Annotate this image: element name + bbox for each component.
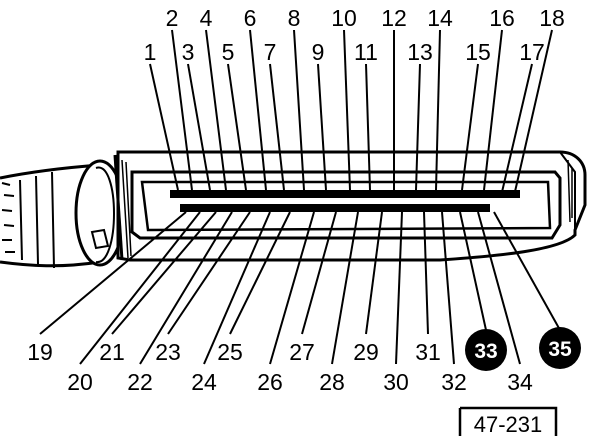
pin-label-12: 12 [381, 5, 407, 31]
figure-reference: 47-231 [458, 406, 558, 437]
pin-label-8: 8 [288, 5, 301, 31]
pin-label-29: 29 [353, 339, 379, 365]
pin-label-15: 15 [465, 39, 491, 65]
pin-label-33: 33 [474, 340, 497, 363]
pin-label-26: 26 [257, 369, 283, 395]
pin-label-24: 24 [191, 369, 217, 395]
pin-label-27: 27 [289, 339, 315, 365]
pin-label-21: 21 [99, 339, 125, 365]
pin-label-2: 2 [166, 5, 179, 31]
pin-label-13: 13 [407, 39, 433, 65]
pin-label-16: 16 [489, 5, 515, 31]
pin-label-10: 10 [331, 5, 357, 31]
pin-row-upper [170, 190, 520, 198]
bottom-labels-b: 20 22 24 26 28 30 32 34 [67, 369, 533, 395]
leader-lines-bottom-a [39, 211, 561, 335]
pin-label-6: 6 [244, 5, 257, 31]
pin-label-30: 30 [383, 369, 409, 395]
cable-boot [0, 159, 126, 269]
pin-label-14: 14 [427, 5, 453, 31]
pin-label-5: 5 [222, 39, 235, 65]
highlight-badge-35 [539, 327, 581, 369]
bottom-labels-a: 19 21 23 25 27 29 31 33 35 [27, 327, 581, 371]
pin-label-31: 31 [415, 339, 441, 365]
pin-row-lower [180, 204, 490, 212]
pin-label-32: 32 [441, 369, 467, 395]
pin-label-3: 3 [182, 39, 195, 65]
pin-label-1: 1 [144, 39, 157, 65]
pin-label-22: 22 [127, 369, 153, 395]
pin-label-18: 18 [539, 5, 565, 31]
pin-label-9: 9 [312, 39, 325, 65]
leader-lines-upper [149, 63, 533, 193]
pin-label-35: 35 [548, 338, 572, 361]
pin-label-11: 11 [354, 39, 378, 65]
leader-lines-top [171, 29, 553, 197]
pin-label-19: 19 [27, 339, 53, 365]
highlight-badge-33 [465, 329, 507, 371]
leader-lines-bottom-b [79, 211, 521, 365]
top-labels: 2 4 6 8 10 12 14 16 18 [166, 5, 565, 31]
pin-label-34: 34 [507, 369, 533, 395]
pin-label-20: 20 [67, 369, 93, 395]
figure-ref-label: 47-231 [474, 412, 543, 437]
pin-label-25: 25 [217, 339, 243, 365]
pin-label-23: 23 [155, 339, 181, 365]
upper-labels: 1 3 5 7 9 11 13 15 17 [144, 39, 545, 65]
pin-label-4: 4 [200, 5, 213, 31]
pin-label-17: 17 [519, 39, 545, 65]
pin-label-28: 28 [319, 369, 345, 395]
pin-label-7: 7 [264, 39, 277, 65]
